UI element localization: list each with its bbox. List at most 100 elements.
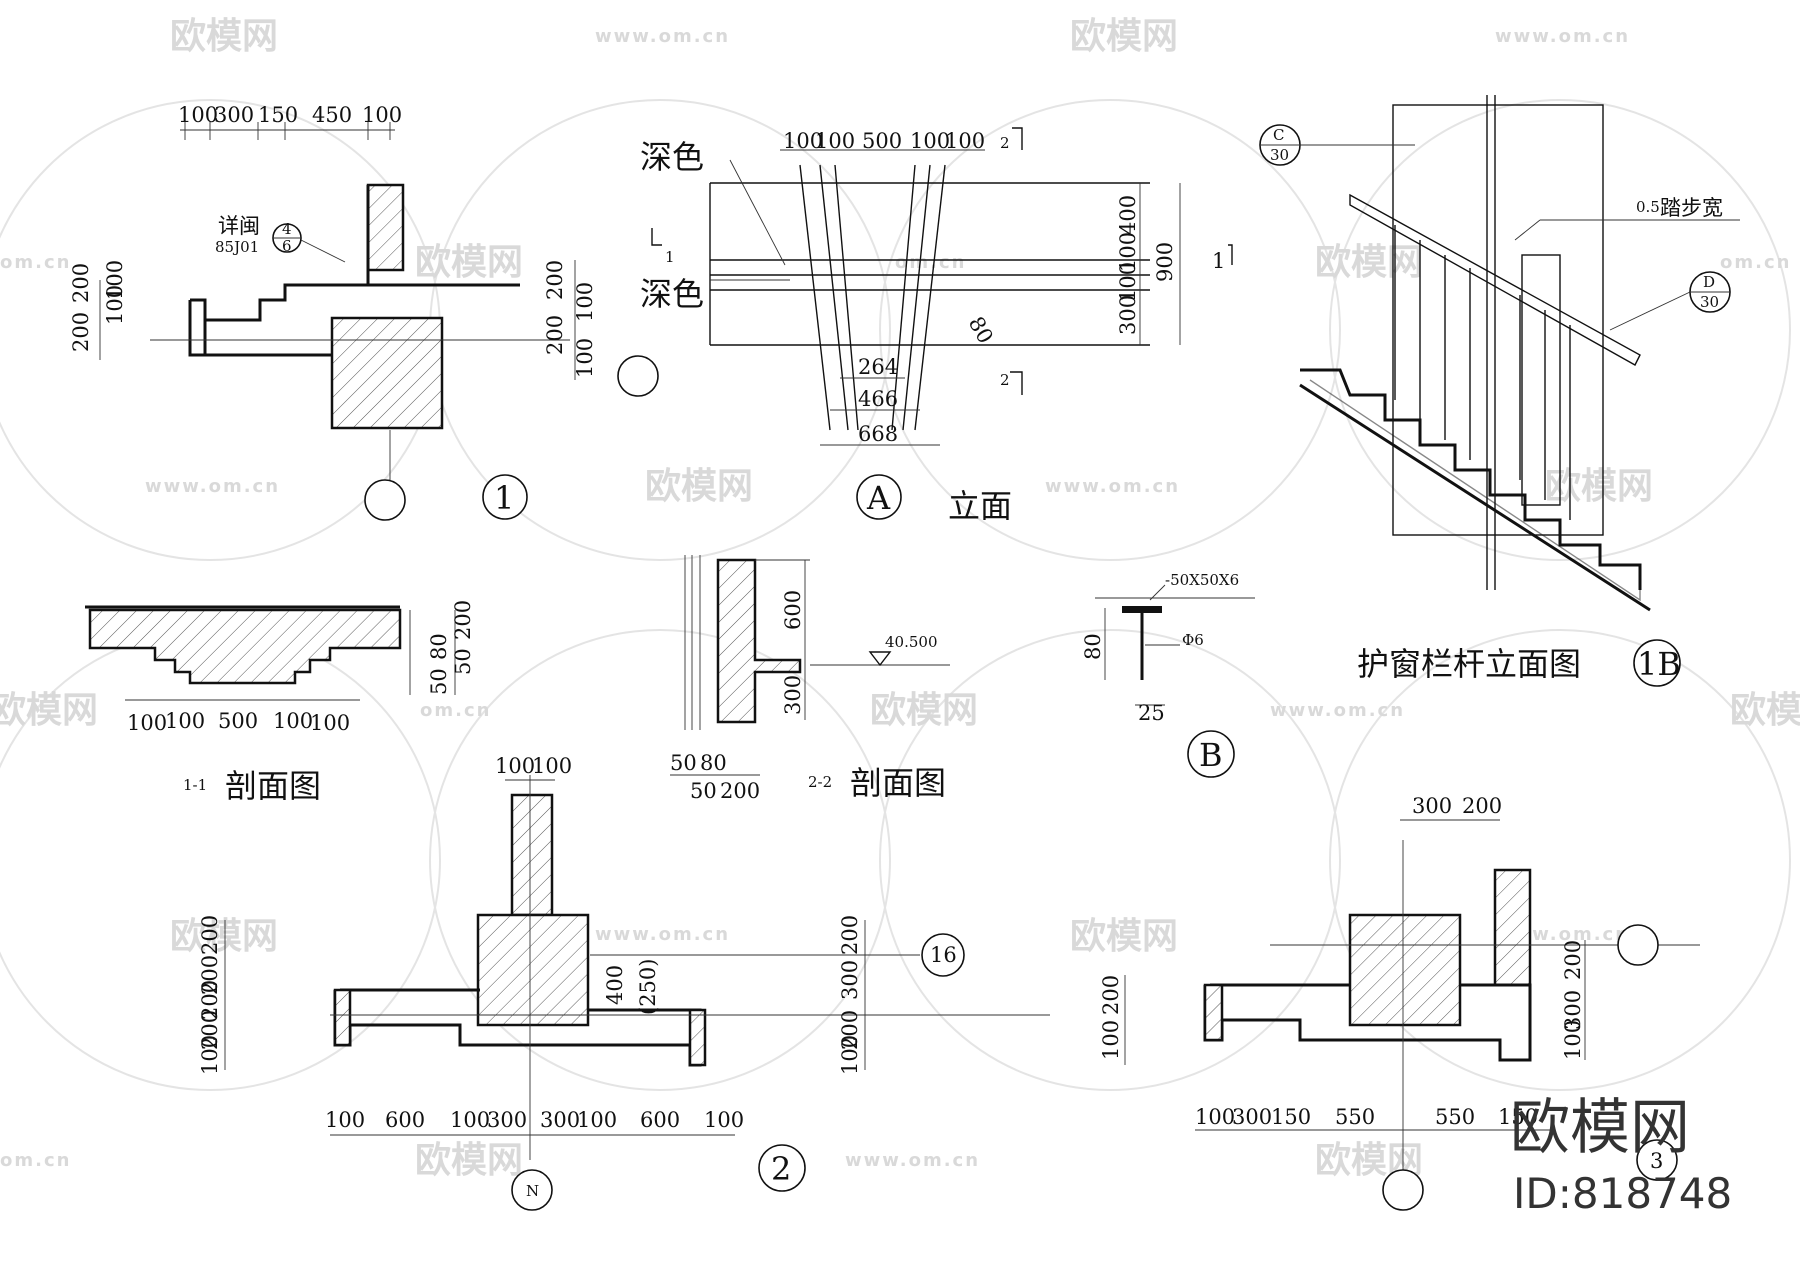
ref-number: 30 [1270,146,1289,164]
dim-label: 100 [310,711,350,735]
dim-label: 100 [945,129,985,153]
dim-label: 200 [838,915,862,955]
dim-label: 200 [1099,975,1123,1015]
dim-label: 200 [198,980,222,1020]
dim-label: 200 [720,779,760,803]
elevation-title: 立面 [948,487,1012,525]
section-title: 剖面图 [225,767,321,805]
dim-label: 200 [69,312,93,352]
railing-elevation: C 30 0.5 踏步宽 D 30 护窗栏杆立面图 1B [1259,95,1740,687]
brand-id: ID:818748 [1513,1169,1732,1218]
dim-label: 100 [325,1108,365,1132]
watermark-logo: 欧模网 [1070,916,1178,957]
detail-label-bubble [758,1144,806,1192]
axis-bubble [511,1169,553,1211]
dim-label: 150 [1271,1105,1311,1129]
railing-title: 护窗栏杆立面图 [1357,645,1581,683]
watermark-logo: 欧模网 [415,242,523,283]
detail-note: 详闽 [218,214,260,238]
dim-label: 100 [783,129,823,153]
watermark-url: om.cn [895,252,966,273]
dim-label: 50 [451,648,475,675]
wall-section [510,793,554,917]
section-1-1: 50 80 50 200 100 100 500 100 100 1-1 剖面图 [85,600,475,805]
dim-label: 600 [385,1108,425,1132]
dim-label: 80 [964,313,998,348]
dim-label: 400 [1116,195,1140,235]
wall-section [1493,868,1532,987]
dim-label: 50 [690,779,717,803]
watermark-logo: 欧模网 [1070,16,1178,57]
dim-label: 100 [103,260,127,300]
watermark-url: om.cn [1720,252,1791,273]
section-2-2: 600 300 40.500 50 80 50 200 2-2 剖面图 [670,555,950,803]
watermark-url: www.om.cn [595,924,730,945]
material-note: 深色 [640,138,704,176]
dim-label: 300 [1412,794,1452,818]
dim-label: 200 [198,955,222,995]
ref-code: 85J01 [215,238,259,256]
dim-label: 100 [165,709,205,733]
dim-label: 668 [858,422,898,446]
dim-label: (250) [636,959,660,1015]
ref-number: 30 [1700,293,1719,311]
dim-label: 100 [532,754,572,778]
brand-watermark: 欧模网 ID:818748 [1510,1093,1732,1218]
watermark-url: www.om.cn [145,476,280,497]
detail-2: 100 100 16 200 200 200 200 100 400 (250)… [198,754,1050,1211]
watermark-logo: 欧模网 [645,466,753,507]
section-prefix: 2-2 [808,773,832,791]
dim-label: 100 [103,285,127,325]
dim-label: 550 [1335,1105,1375,1129]
watermark-url: om.cn [420,700,491,721]
wall-section [366,183,405,272]
detail-label-bubble [482,474,528,520]
axis-bubble [364,479,406,521]
watermark-url: www.om.cn [1045,476,1180,497]
watermark-logo: 欧模网 [415,1140,523,1181]
detail-label: 3 [1650,1149,1663,1173]
detail-label-bubble [856,474,902,520]
dim-label: 100 [815,129,855,153]
dim-label: 500 [218,709,258,733]
ref-number: 6 [282,237,292,255]
dim-label: 100 [495,754,535,778]
dim-label: 100 [127,711,167,735]
dim-label: 450 [312,103,352,127]
dim-label: 100 [1099,1020,1123,1060]
watermark-logo: 欧模网 [170,16,278,57]
bar-spec: Φ6 [1182,631,1204,649]
dim-label: 200 [838,1010,862,1050]
dim-label: 100 [838,1035,862,1075]
stair-profile [1300,368,1642,590]
dim-label: 400 [603,965,627,1005]
dim-label: 200 [543,260,567,300]
dim-label: 50 [670,751,697,775]
axis-label: N [526,1182,539,1200]
section-mark: 2 [1000,371,1010,389]
dim-label: 50 [427,668,451,695]
column-section [330,316,444,430]
dim-label: 100 [178,103,218,127]
detail-label: 1 [494,479,514,517]
dim-label: 200 [198,915,222,955]
dim-label: 200 [69,263,93,303]
watermark-url: www.om.cn [1270,700,1405,721]
watermark-logo: 欧模网 [870,690,978,731]
dim-label: 466 [858,387,898,411]
dim-label: 600 [781,590,805,630]
detail-1: 100 300 150 450 100 详闽 4 6 85J01 200 200… [69,103,659,521]
dim-label: 100 [577,1108,617,1132]
angle-steel [1122,606,1162,613]
watermark-logo: 欧模网 [1730,690,1800,731]
elevation-mark: 40.500 [885,633,938,651]
detail-label: 1B [1637,645,1681,683]
brand-logo-text: 欧模网 [1510,1093,1690,1163]
dim-label: 300 [838,960,862,1000]
section-mark: 2 [1000,134,1010,152]
material-note: 深色 [640,275,704,313]
watermark-url: www.om.cn [595,26,730,47]
angle-spec: -50X50X6 [1165,571,1239,589]
dim-label: 100 [910,129,950,153]
